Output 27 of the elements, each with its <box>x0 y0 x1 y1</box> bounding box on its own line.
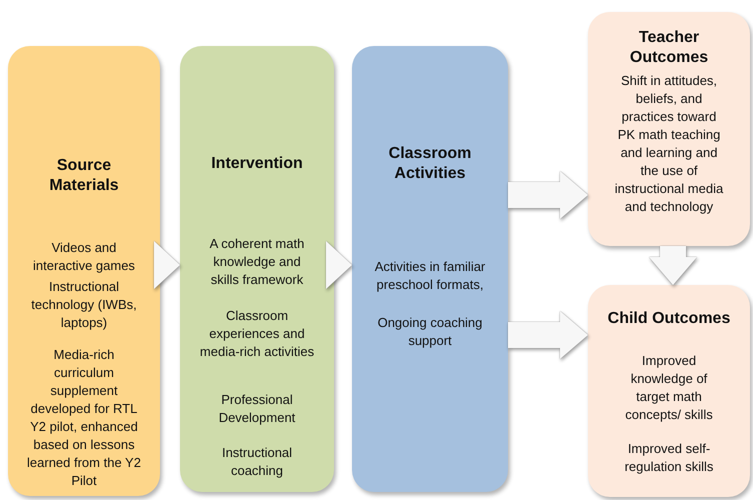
box-text: Professional Development <box>218 391 296 427</box>
intervention-box <box>180 46 334 492</box>
box-heading: Teacher Outcomes <box>628 28 710 68</box>
classroom-activities-box <box>352 46 508 492</box>
box-heading: Classroom Activities <box>388 144 472 184</box>
box-text: Instructional technology (IWBs, laptops) <box>30 278 138 332</box>
box-heading: Child Outcomes <box>606 309 732 329</box>
box-heading: Source Materials <box>48 156 120 196</box>
box-text: Ongoing coaching support <box>376 314 484 350</box>
box-text: Improved self-regulation skills <box>624 440 714 476</box>
source-materials-box <box>8 46 160 496</box>
box-text: Media-rich curriculum supplement developed for RTL Y2 pilot, enhanced based on lessons learned from the Y2 Pilot <box>26 346 142 490</box>
box-text: Instructional coaching <box>220 444 294 480</box>
teacher-outcomes-box <box>588 12 750 246</box>
box-text: Videos and interactive games <box>32 239 136 275</box>
box-text: Improved knowledge of target math concepts/ skills <box>624 352 714 424</box>
block-arrow <box>649 246 697 285</box>
block-arrow <box>508 171 588 219</box>
box-text: A coherent math knowledge and skills framework <box>208 235 306 289</box>
child-outcomes-box <box>588 285 750 497</box>
box-text: Shift in attitudes, beliefs, and practices toward PK math teaching and learning and the use of instructional media and technology <box>614 72 724 216</box>
box-text: Activities in familiar preschool formats, <box>374 258 486 294</box>
block-arrow <box>154 241 180 289</box>
box-text: Classroom experiences and media-rich activities <box>198 307 316 361</box>
block-arrow <box>508 311 588 359</box>
block-arrow <box>326 241 352 289</box>
box-heading: Intervention <box>210 154 304 174</box>
